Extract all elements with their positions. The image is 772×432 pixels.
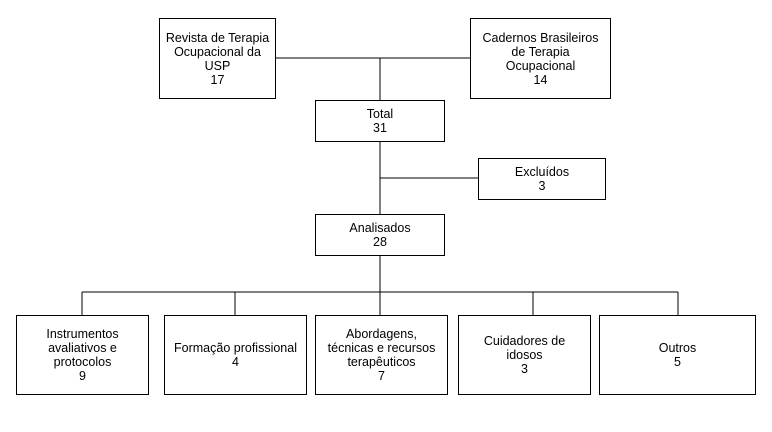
total-label: Total (366, 107, 394, 121)
cadernos-label: Cadernos Brasileiros de Terapia Ocupacio… (482, 30, 599, 73)
total-count: 31 (373, 121, 387, 135)
formacao-count: 4 (232, 355, 239, 369)
instrumentos-count: 9 (79, 369, 86, 383)
cuidadores-count: 3 (521, 362, 528, 376)
cuidadores-label: Cuidadores de idosos (483, 334, 566, 362)
excluidos-label: Excluídos (514, 165, 570, 179)
box-outros: Outros 5 (599, 315, 756, 395)
box-cuidadores: Cuidadores de idosos 3 (458, 315, 591, 395)
box-excluidos: Excluídos 3 (478, 158, 606, 200)
box-analisados: Analisados 28 (315, 214, 445, 256)
instrumentos-label: Instrumentos avaliativos e protocolos (46, 327, 119, 369)
box-cadernos: Cadernos Brasileiros de Terapia Ocupacio… (470, 18, 611, 99)
box-revista-usp: Revista de Terapia Ocupacional da USP 17 (159, 18, 276, 99)
box-formacao: Formação profissional 4 (164, 315, 307, 395)
formacao-label: Formação profissional (174, 341, 297, 355)
box-instrumentos: Instrumentos avaliativos e protocolos 9 (16, 315, 149, 395)
box-abordagens: Abordagens, técnicas e recursos terapêut… (315, 315, 448, 395)
excluidos-count: 3 (538, 179, 546, 193)
outros-label: Outros (658, 341, 697, 355)
cadernos-count: 14 (533, 72, 548, 87)
revista-usp-label: Revista de Terapia Ocupacional da USP (165, 30, 270, 73)
abordagens-label: Abordagens, técnicas e recursos terapêut… (327, 327, 436, 369)
analisados-label: Analisados (349, 221, 411, 235)
analisados-count: 28 (373, 235, 387, 249)
abordagens-count: 7 (378, 369, 385, 383)
revista-usp-count: 17 (210, 72, 225, 87)
outros-count: 5 (674, 355, 681, 369)
box-total: Total 31 (315, 100, 445, 142)
